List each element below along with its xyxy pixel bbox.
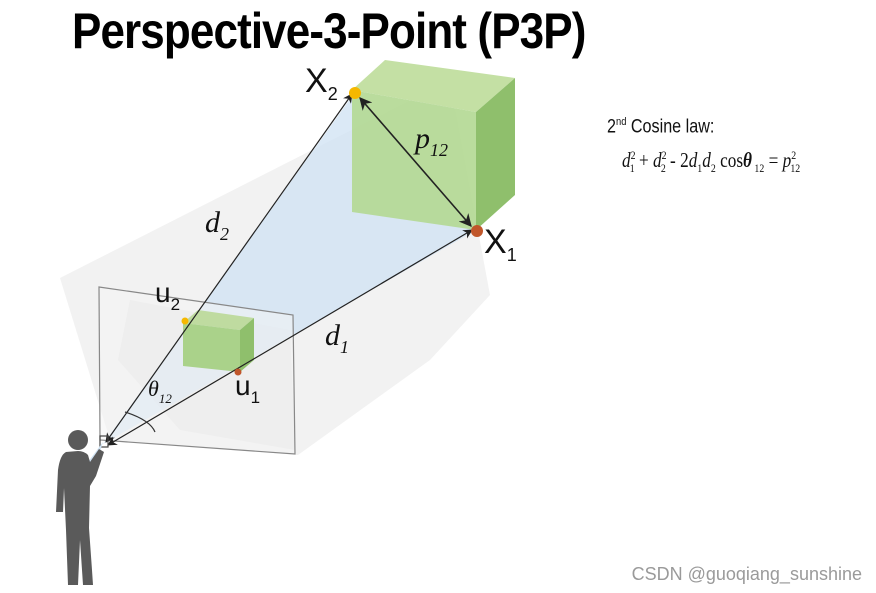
label-u2-sub: 2 (171, 295, 180, 314)
label-u2: u (155, 277, 171, 308)
cube-side (476, 78, 515, 230)
watermark: CSDN @guoqiang_sunshine (631, 564, 862, 584)
label-x2-sub: 2 (328, 84, 338, 104)
svg-text:p12: p12 (413, 122, 448, 160)
f-p: p (782, 148, 792, 172)
cosine-prefix: 2 (607, 116, 616, 138)
label-p12-sub: 12 (430, 140, 448, 160)
cosine-sup: nd (615, 116, 627, 128)
projected-cube (183, 310, 254, 372)
label-theta-sub: 12 (159, 391, 173, 406)
theta-arc (124, 411, 156, 433)
ray-d1 (107, 229, 473, 446)
cosine-rest: Cosine law: (626, 116, 715, 138)
point-x1 (471, 225, 483, 237)
camera-icon (99, 435, 109, 448)
f-p-sub: 12 (790, 161, 801, 176)
svg-text:u2: u2 (155, 277, 180, 314)
f-d2b: d (702, 148, 711, 172)
cube-top (352, 60, 515, 112)
f-d1b: d (688, 148, 698, 172)
label-u1-sub: 1 (251, 388, 260, 407)
f-d1-sup: 2 (630, 148, 636, 162)
f-d2: d (653, 148, 662, 172)
point-u1 (234, 368, 242, 376)
cosine-law-heading: 2nd Cosine law: (607, 116, 714, 138)
svg-text:θ12: θ12 (148, 376, 172, 406)
f-cos: cos (715, 148, 744, 172)
svg-text:d2: d2 (205, 206, 229, 244)
person-silhouette (56, 430, 104, 585)
label-d2: d (205, 206, 221, 239)
camera-beam (88, 442, 103, 464)
label-x1: X (484, 223, 507, 261)
svg-text:X2: X2 (305, 62, 338, 104)
edge-p12 (359, 97, 472, 227)
f-p-sup: 2 (791, 148, 797, 162)
f-plus: + (634, 148, 654, 172)
label-p12: p (413, 122, 430, 155)
svg-text:u1: u1 (235, 370, 260, 407)
point-u2 (181, 317, 189, 325)
svg-text:d1: d1 (325, 319, 349, 357)
cosine-law-formula: d21 + d22 - 2d1d2 cosθ 12 = p212 (622, 148, 800, 176)
f-d2-sup: 2 (661, 148, 667, 162)
f-d1: d (622, 148, 631, 172)
label-theta: θ (148, 376, 159, 401)
label-d1: d (325, 319, 341, 352)
label-u1: u (235, 370, 251, 401)
svg-text:X1: X1 (484, 223, 517, 265)
f-theta-sub: 12 (751, 161, 765, 176)
f-d1-sub: 1 (629, 161, 635, 176)
f-minus: - 2 (665, 148, 689, 172)
f-eq: = (764, 148, 783, 172)
f-d2-sub: 2 (660, 161, 666, 176)
label-d1-sub: 1 (340, 337, 349, 357)
f-d2b-sub: 2 (710, 161, 716, 176)
label-x1-sub: 1 (507, 245, 517, 265)
f-theta: θ (743, 148, 752, 172)
diagram-title: Perspective-3-Point (P3P) (72, 3, 586, 59)
label-d2-sub: 2 (220, 224, 229, 244)
label-x2: X (305, 62, 328, 100)
f-d1b-sub: 1 (697, 161, 703, 176)
point-x2 (349, 87, 361, 99)
